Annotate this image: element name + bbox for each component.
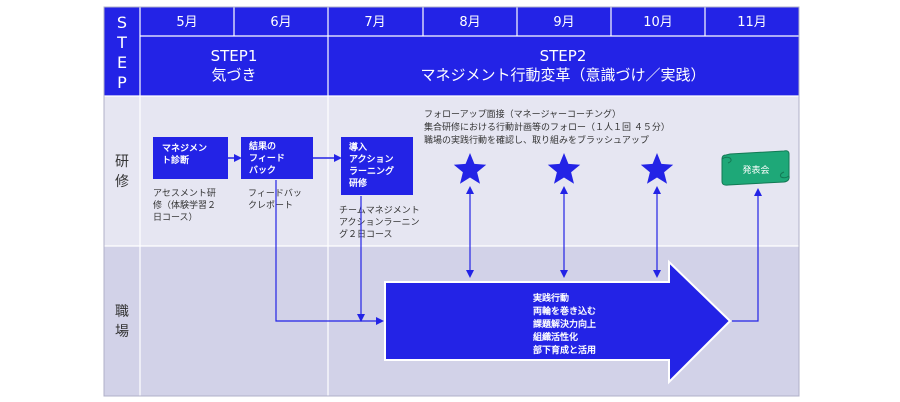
feedback-box (241, 137, 313, 179)
presentation-scroll: 発表会 (721, 150, 790, 186)
feedback-caption-2: クレポート (248, 200, 293, 211)
connector-practice-to-presentation (732, 188, 762, 322)
step2-subtitle: マネジメント行動変革（意識づけ／実践） (420, 66, 705, 84)
assessment-box-line2: ト診断 (162, 154, 189, 166)
workplace-label-1: 職 (115, 304, 129, 320)
month-nov: 11月 (737, 15, 767, 30)
intro-caption-3: グ２日コース (339, 228, 393, 240)
practice-line-1: 実践行動 (533, 292, 569, 304)
practice-line-4: 組織活性化 (533, 331, 578, 343)
feedback-caption-1: フィードバッ (248, 188, 302, 199)
intro-box-line4: 研修 (349, 177, 368, 189)
intro-caption-2: アクションラーニン (339, 217, 420, 228)
month-jun: 6月 (270, 15, 291, 30)
followup-star-sep (547, 153, 581, 184)
month-jul: 7月 (364, 15, 385, 30)
intro-box-line2: アクション (349, 154, 394, 165)
intro-training-box (341, 137, 413, 195)
step1-subtitle: 気づき (211, 66, 256, 84)
step-phase-band (104, 36, 799, 96)
followup-star-oct (640, 153, 674, 184)
step2-title: STEP2 (540, 47, 587, 65)
followup-note-3: 職場の実践行動を確認し、取り組みをブラッシュアップ (424, 134, 649, 146)
assessment-box-line1: マネジメン (162, 143, 207, 154)
practice-line-3: 課題解決力向上 (533, 318, 596, 330)
assessment-caption-2: 修（体験学習２ (153, 199, 216, 211)
step1-title: STEP1 (211, 47, 258, 65)
month-oct: 10月 (643, 15, 673, 30)
followup-note-2: 集合研修における行動計画等のフォロー（１人１回 ４５分） (424, 121, 670, 133)
training-label-2: 修 (115, 174, 129, 190)
feedback-box-line3: バック (249, 165, 276, 176)
step-letter-p: P (117, 73, 127, 92)
month-header-band (104, 7, 799, 36)
feedback-box-line1: 結果の (249, 140, 276, 152)
workplace-label-2: 場 (115, 324, 129, 340)
grid-lines (104, 7, 799, 396)
left-label-workplace (104, 246, 140, 396)
assessment-box (153, 137, 228, 179)
practice-line-2: 両輪を巻き込む (533, 305, 596, 317)
month-sep: 9月 (553, 15, 574, 30)
followup-note-1: フォローアップ面接（マネージャーコーチング） (424, 108, 621, 120)
feedback-box-line2: フィード (249, 153, 285, 164)
intro-caption-1: チームマネジメント (339, 205, 420, 216)
left-label-training (104, 96, 140, 246)
step-letter-t: T (116, 33, 127, 52)
month-may: 5月 (176, 15, 197, 30)
month-aug: 8月 (459, 15, 480, 30)
practice-arrow (384, 259, 732, 385)
presentation-label: 発表会 (742, 164, 769, 176)
step-letter-e: E (117, 53, 127, 72)
intro-box-line1: 導入 (349, 141, 367, 153)
intro-box-line3: ラーニング (349, 165, 394, 177)
connector-feedback-to-practice (275, 180, 384, 325)
training-label-1: 研 (115, 154, 129, 170)
followup-star-aug (453, 153, 487, 184)
step-letter-s: S (117, 13, 127, 32)
practice-line-5: 部下育成と活用 (533, 344, 596, 356)
assessment-caption-1: アセスメント研 (153, 188, 216, 199)
assessment-caption-3: 日コース） (153, 212, 198, 223)
